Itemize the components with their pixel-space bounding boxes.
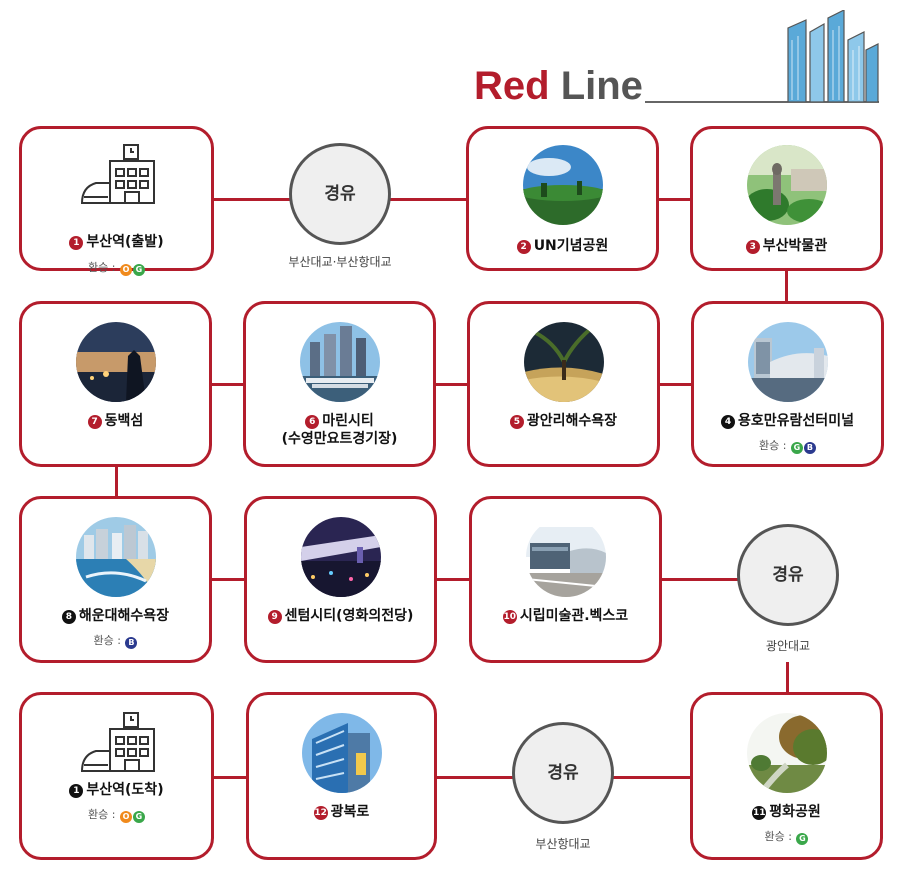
- stop-photo: [522, 145, 603, 225]
- route-line: [612, 776, 692, 779]
- stop-photo: [300, 517, 381, 597]
- stop-number-badge: 12: [313, 806, 328, 820]
- transfer-info: 환승 : G: [693, 830, 880, 845]
- route-line: [390, 198, 468, 201]
- via-label: 경유: [772, 565, 804, 585]
- stop-number-badge: 5: [509, 415, 524, 429]
- stop-photo: [301, 713, 382, 793]
- stop-photo: [525, 517, 606, 597]
- route-line: [210, 383, 244, 386]
- via-circle: 경유: [512, 722, 614, 824]
- transfer-info: 환승 : B: [22, 634, 209, 649]
- route-line: [210, 578, 246, 581]
- via-caption: 부산항대교: [535, 837, 591, 851]
- via-caption: 부산대교·부산항대교: [288, 255, 392, 269]
- stop-number-badge: 8: [61, 610, 76, 624]
- page-title: Red Line: [474, 62, 643, 110]
- stop-number-badge: 1: [69, 784, 84, 798]
- via-label: 경유: [547, 763, 579, 783]
- stop-name-sub: (수영만요트경기장): [281, 431, 398, 447]
- stop-number-badge: 7: [87, 415, 102, 429]
- skyline-icon: [787, 10, 879, 102]
- route-line: [660, 578, 738, 581]
- route-line: [658, 198, 692, 201]
- route-line: [211, 776, 247, 779]
- title-line-word: Line: [560, 64, 643, 108]
- stop-photo: [747, 322, 828, 402]
- stop-photo: [75, 322, 156, 402]
- title-underline: [645, 101, 879, 103]
- line-badge-g: G: [132, 811, 145, 823]
- via-circle: 경유: [737, 524, 839, 626]
- stop-photo: [523, 322, 604, 402]
- stop-number-badge: 9: [267, 610, 282, 624]
- title-red-word: Red: [474, 64, 550, 108]
- stop-number-badge: 1: [69, 236, 84, 250]
- route-line: [785, 269, 788, 302]
- line-badge-o: O: [119, 264, 132, 276]
- via-caption: 광안대교: [765, 639, 811, 653]
- route-line: [435, 578, 471, 581]
- route-line: [115, 465, 118, 498]
- route-line: [434, 383, 468, 386]
- stop-photo: [299, 322, 380, 402]
- stop-number-badge: 4: [721, 415, 736, 429]
- stop-photo: [746, 145, 827, 225]
- train-station-icon: [80, 712, 155, 772]
- via-label: 경유: [324, 184, 356, 204]
- line-badge-g: G: [790, 442, 803, 454]
- stop-number-badge: 11: [752, 806, 767, 820]
- route-line: [436, 776, 514, 779]
- via-circle: 경유: [289, 143, 391, 245]
- stop-photo: [75, 517, 156, 597]
- stop-number-badge: 2: [516, 240, 531, 254]
- line-badge-g: G: [796, 833, 809, 845]
- line-badge-b: B: [803, 442, 816, 454]
- line-badge-g: G: [132, 264, 145, 276]
- stop-number-badge: 6: [305, 415, 320, 429]
- route-line: [658, 383, 692, 386]
- stop-photo: [746, 713, 827, 793]
- route-line: [786, 662, 789, 695]
- line-badge-o: O: [119, 811, 132, 823]
- stop-number-badge: 10: [502, 610, 517, 624]
- line-badge-b: B: [125, 637, 138, 649]
- route-line: [212, 198, 290, 201]
- stop-number-badge: 3: [745, 240, 760, 254]
- train-station-icon: [80, 144, 155, 204]
